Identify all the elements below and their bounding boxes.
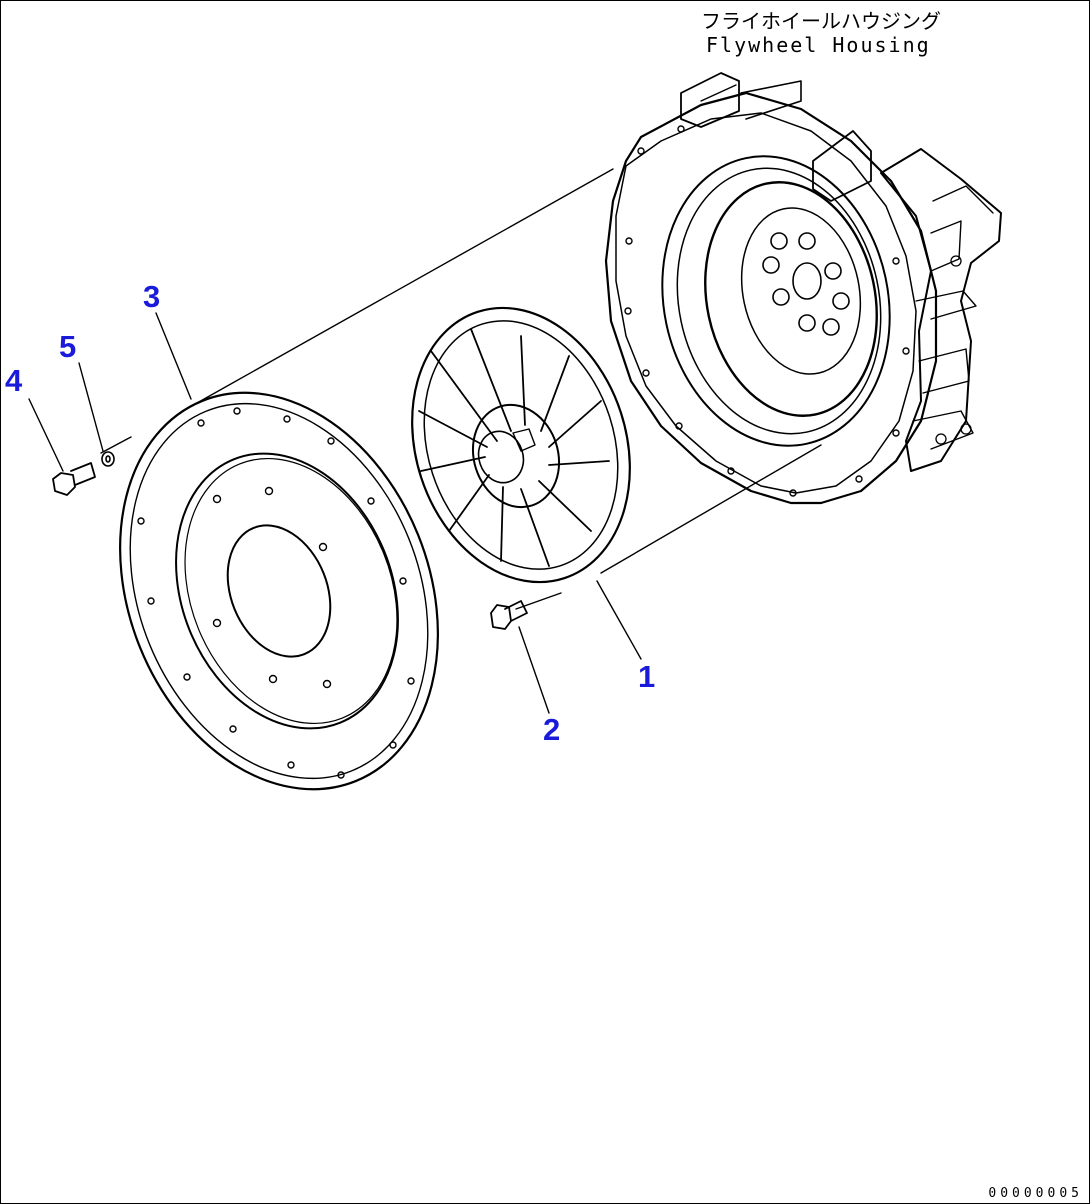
flywheel-housing (604, 72, 1002, 505)
part-3-cover-plate (119, 391, 439, 791)
housing-flange-holes (624, 125, 910, 497)
callout-3: 3 (143, 279, 161, 314)
callout-1: 1 (638, 659, 656, 694)
callout-2: 2 (543, 712, 561, 747)
drawing-number: 00000005 (988, 1186, 1083, 1201)
part-2-bolt (490, 600, 528, 630)
callout-5: 5 (59, 329, 77, 364)
caption-japanese: フライホイールハウジング (701, 9, 941, 33)
part-1-damper-wheel (411, 306, 631, 584)
part-4-bolt (52, 462, 96, 496)
part-5-washer (101, 451, 115, 467)
flywheel-hub-bolts (762, 232, 850, 336)
damper-spokes (418, 328, 610, 567)
cover-plate-bolt-holes (137, 407, 415, 779)
caption-english: Flywheel Housing (706, 33, 931, 57)
callout-leaders (28, 312, 642, 714)
callout-4: 4 (5, 363, 23, 398)
